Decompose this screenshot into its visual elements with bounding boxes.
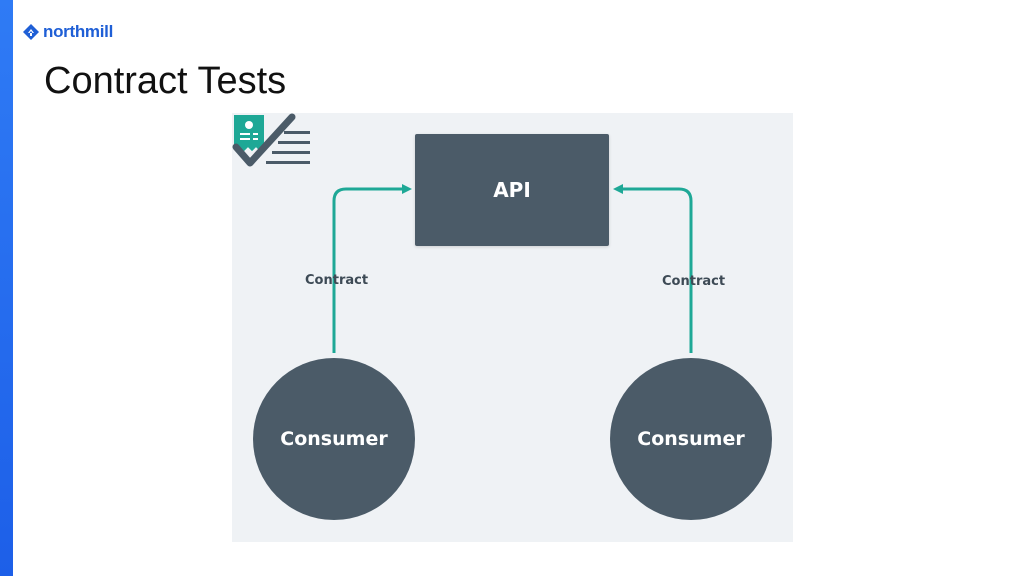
contract-tests-diagram: API Contract Contract C: [232, 113, 793, 542]
northmill-logo-icon: [23, 24, 39, 40]
slide-title: Contract Tests: [44, 60, 287, 102]
left-consumer-node: Consumer: [253, 358, 415, 520]
right-contract-arrow: [613, 184, 693, 353]
right-consumer-node: Consumer: [610, 358, 772, 520]
connector-arrows: [332, 184, 693, 353]
accent-bar: [0, 0, 13, 576]
consumer-label: Consumer: [280, 428, 388, 450]
brand-name: northmill: [43, 22, 114, 41]
left-contract-label: Contract: [305, 273, 369, 288]
api-label: API: [493, 178, 531, 202]
checklist-icon: [232, 113, 310, 167]
right-contract-label: Contract: [662, 274, 726, 289]
consumer-label: Consumer: [637, 428, 745, 450]
left-contract-arrow: [332, 184, 412, 353]
brand-logo: northmill: [23, 22, 113, 42]
api-node: API: [415, 134, 609, 246]
contract-document-icon: [234, 115, 264, 151]
